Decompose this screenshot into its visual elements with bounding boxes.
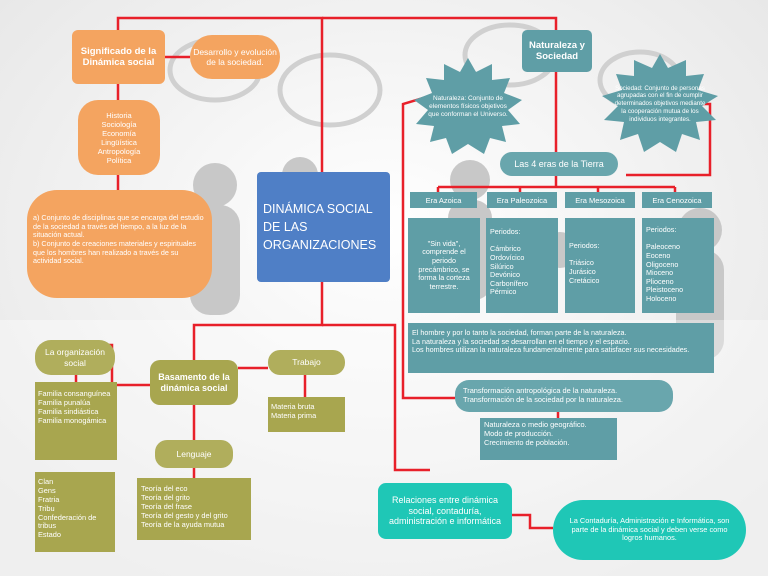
- era-azoica-header[interactable]: Era Azoica: [410, 192, 477, 208]
- era-mesozoica-header[interactable]: Era Mesozoica: [565, 192, 635, 208]
- sociedad-star: Sociedad: Conjunto de personas agrupadas…: [614, 84, 706, 123]
- hombre-node: El hombre y por lo tanto la sociedad, fo…: [408, 323, 714, 373]
- definicion-node[interactable]: a) Conjunto de disciplinas que se encarg…: [27, 190, 212, 298]
- clanes-node: Clan Gens Fratria Tribu Confederación de…: [35, 472, 115, 552]
- transformacion-node[interactable]: Transformación antropológica de la natur…: [455, 380, 673, 412]
- trabajo-node[interactable]: Trabajo: [268, 350, 345, 375]
- main-title: DINÁMICA SOCIAL DE LAS ORGANIZACIONES: [257, 172, 390, 282]
- medio-node: Naturaleza o medio geográfico. Modo de p…: [480, 418, 617, 460]
- relaciones-node[interactable]: Relaciones entre dinámica social, contad…: [378, 483, 512, 539]
- naturaleza-star-shape: [414, 58, 522, 154]
- lenguaje-node[interactable]: Lenguaje: [155, 440, 233, 468]
- desarrollo-node[interactable]: Desarrollo y evolución de la sociedad.: [190, 35, 280, 79]
- era-azoica-content: "Sin vida", comprende el periodo precámb…: [408, 218, 480, 313]
- basamento-node[interactable]: Basamento de la dinámica social: [150, 360, 238, 405]
- era-cenozoica-content: Periodos: Paleoceno Eoceno Oligoceno Mio…: [642, 218, 714, 313]
- disciplinas-node[interactable]: Historia Sociología Economía Lingüística…: [78, 100, 160, 175]
- conclusion-node: La Contaduría, Administración e Informát…: [553, 500, 746, 560]
- teorias-node: Teoría del eco Teoría del grito Teoría d…: [137, 478, 251, 540]
- materia-node: Materia bruta Materia prima: [268, 397, 345, 432]
- eras-node[interactable]: Las 4 eras de la Tierra: [500, 152, 618, 176]
- naturaleza-sociedad-node[interactable]: Naturaleza y Sociedad: [522, 30, 592, 72]
- familias-node: Familia consanguínea Familia punalúa Fam…: [35, 382, 117, 460]
- era-cenozoica-header[interactable]: Era Cenozoica: [642, 192, 712, 208]
- era-paleozoica-header[interactable]: Era Paleozoica: [487, 192, 557, 208]
- era-paleozoica-content: Periodos: Cámbrico Ordovícico Silúrico D…: [486, 218, 558, 313]
- era-mesozoica-content: Periodos: Triásico Jurásico Cretácico: [565, 218, 635, 313]
- significado-node[interactable]: Significado de la Dinámica social: [72, 30, 165, 84]
- organizacion-node[interactable]: La organización social: [35, 340, 115, 375]
- sociedad-star-shape: [602, 54, 718, 152]
- naturaleza-star: Naturaleza: Conjunto de elementos físico…: [428, 94, 508, 119]
